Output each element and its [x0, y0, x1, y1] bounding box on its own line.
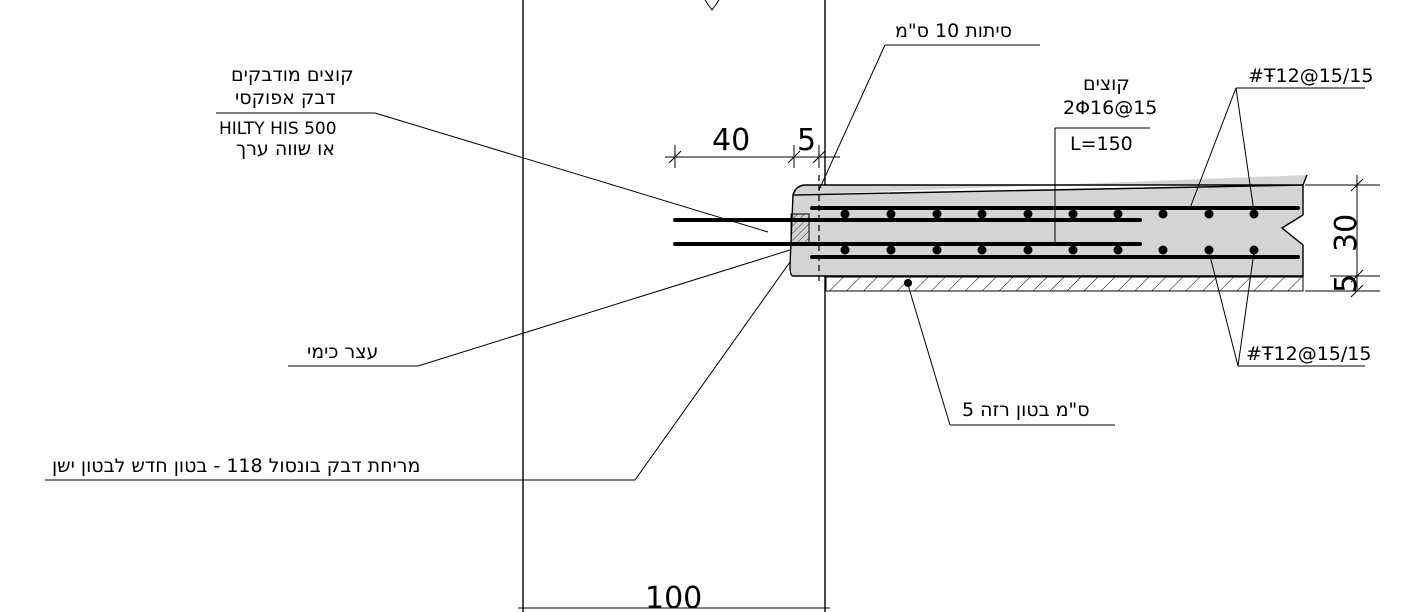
rebar-dot	[1023, 209, 1033, 219]
label-spacing: סיתות 10 ס"מ	[895, 20, 1012, 42]
label-mesh-bottom: #Ŧ12@15/15	[1246, 343, 1371, 365]
dimension-5-side: 5	[1329, 274, 1364, 293]
leader-anchors: קוצים מודבקים דבק אפוקסי HILTY HIS 500 א…	[216, 64, 769, 233]
dimension-100: 100	[645, 581, 702, 612]
leader-chemical-stop: עצר כימי	[288, 249, 791, 367]
slab	[789, 174, 1308, 282]
rebar-dots-bottom	[840, 245, 1259, 255]
rebar-dot	[932, 245, 942, 255]
leader-dowels: קוצים 2Φ16@15 L=150	[1054, 73, 1157, 244]
rebar-dot	[1158, 245, 1168, 255]
rebar-dot	[1204, 245, 1214, 255]
break-mark	[704, 0, 720, 11]
rebar-dot	[977, 209, 987, 219]
rebar-dot	[1113, 209, 1123, 219]
dimension-40: 40	[712, 123, 750, 158]
slab-outline	[789, 174, 1308, 277]
dimension-top: 40 5	[665, 123, 840, 168]
rebar-dot	[1068, 245, 1078, 255]
dimension-right: 30 5	[1305, 175, 1380, 298]
rebar-dot	[1204, 209, 1214, 219]
dimension-bottom: 100	[518, 581, 830, 612]
leader-bonding: מריחת דבק בונסול 118 - בטון חדש לבטון יש…	[45, 261, 791, 481]
label-dowels-length: L=150	[1070, 133, 1133, 155]
blinding-layer	[825, 276, 1304, 292]
rebar-dot	[1249, 245, 1259, 255]
rebar-dot	[840, 245, 850, 255]
label-anchors-4: או שווה ערך	[236, 138, 335, 160]
label-dowels-title: קוצים	[1083, 73, 1130, 95]
label-chemical-stop: עצר כימי	[307, 341, 378, 363]
dimension-30: 30	[1329, 214, 1364, 252]
label-anchors-1: קוצים מודבקים	[231, 64, 354, 86]
rebar-dot	[840, 209, 850, 219]
rebar-dot	[1068, 209, 1078, 219]
rebar-dots-top	[840, 209, 1259, 219]
rebar-dot	[886, 209, 896, 219]
label-blinding: 5 ס"מ בטון רזה	[962, 399, 1090, 421]
rebar-dot	[1158, 209, 1168, 219]
label-bonding: מריחת דבק בונסול 118 - בטון חדש לבטון יש…	[52, 455, 420, 477]
label-dowels-spec: 2Φ16@15	[1063, 97, 1157, 119]
rebar-dot	[1023, 245, 1033, 255]
leader-mesh-top: #Ŧ12@15/15	[1189, 65, 1373, 213]
rebar-dot	[904, 279, 912, 287]
rebar-dot	[977, 245, 987, 255]
rebar-dot	[1113, 245, 1123, 255]
rebar-dot	[886, 245, 896, 255]
leader-mesh-bottom: #Ŧ12@15/15	[1208, 251, 1371, 367]
label-anchors-3: HILTY HIS 500	[219, 119, 337, 139]
dimension-5-top: 5	[797, 123, 816, 158]
leader-blinding: 5 ס"מ בטון רזה	[907, 284, 1115, 426]
leader-spacing: סיתות 10 ס"מ	[818, 20, 1040, 191]
blinding-hatch	[825, 276, 1304, 292]
label-mesh-top: #Ŧ12@15/15	[1248, 65, 1373, 87]
rebar-dot	[1249, 209, 1259, 219]
label-anchors-2: דבק אפוקסי	[235, 87, 336, 109]
rebar-dot	[932, 209, 942, 219]
